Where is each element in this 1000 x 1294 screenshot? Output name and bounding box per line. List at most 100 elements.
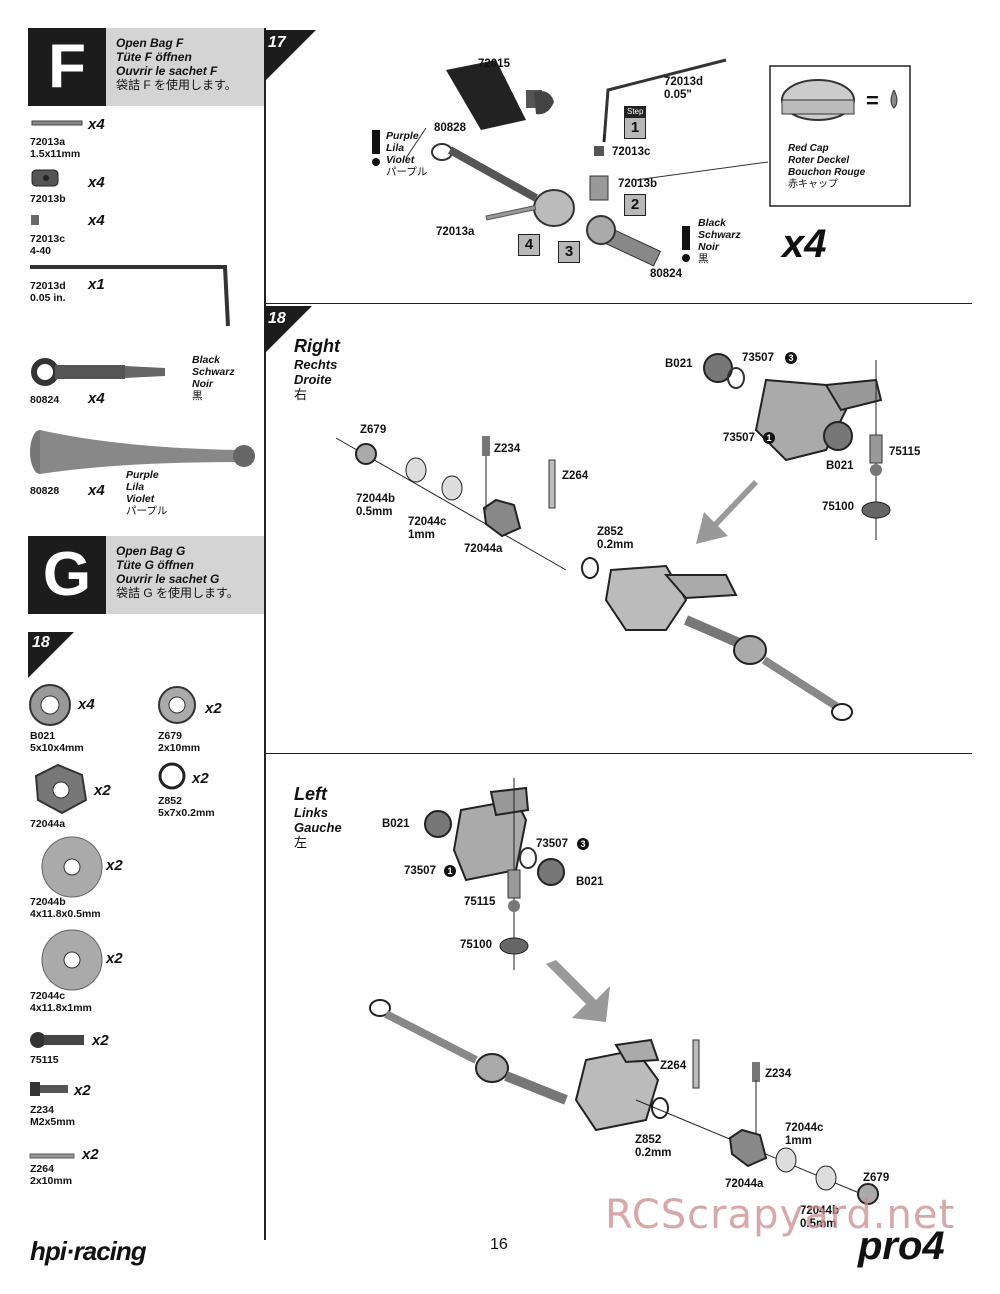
- label-72044a: 72044a: [725, 1178, 764, 1190]
- oring-icon: [651, 1097, 669, 1119]
- bag-line-de: Tüte G öffnen: [116, 558, 194, 572]
- nut-icon: [857, 1183, 879, 1205]
- step-number: 18: [268, 310, 286, 327]
- label-72015: 72015: [478, 58, 510, 70]
- section-divider: [266, 753, 972, 754]
- part-qty: x2: [82, 1146, 99, 1163]
- part-id: 72044a: [30, 818, 66, 830]
- label-b021: B021: [382, 818, 410, 830]
- bag-letter: F: [28, 28, 106, 106]
- part-id: 80824: [30, 394, 60, 406]
- step-box-3: 3: [558, 241, 580, 263]
- pin-icon: [29, 1153, 75, 1159]
- page-number: 16: [490, 1236, 508, 1253]
- bag-line-jp: 袋詰 G を使用します。: [116, 586, 239, 600]
- warning-icon: [682, 226, 690, 250]
- callout-1: 1: [763, 432, 775, 444]
- label-75100: 75100: [460, 939, 492, 951]
- knuckle-icon: [703, 353, 883, 462]
- shim-c-icon: [41, 929, 103, 991]
- bag-line-jp: 袋詰 F を使用します。: [116, 78, 237, 92]
- shim-c-icon: [441, 475, 463, 501]
- pin-icon: [31, 120, 83, 126]
- label-72044b-spec: 0.5mm: [800, 1218, 837, 1230]
- label-72013d-spec: 0.05": [664, 89, 692, 101]
- ball-stud-icon: [30, 1032, 84, 1048]
- label-80828: 80828: [434, 122, 466, 134]
- bag-line-fr: Ouvrir le sachet G: [116, 572, 220, 586]
- hex-wrench-icon: [602, 58, 727, 143]
- step-tag: [28, 632, 74, 678]
- part-qty: x4: [88, 174, 105, 191]
- label-75115: 75115: [464, 896, 496, 908]
- left-sub-fr: Gauche: [294, 820, 342, 835]
- label-80824: 80824: [650, 268, 682, 280]
- part-id: 72044c: [30, 990, 66, 1002]
- callout-1: 1: [444, 865, 456, 877]
- set-screw-icon: [31, 215, 39, 225]
- part-id: Z264: [30, 1163, 54, 1175]
- hex-hub-icon: [482, 498, 522, 538]
- ball-stud-icon: [507, 869, 521, 912]
- label-z679: Z679: [863, 1172, 890, 1184]
- step-tag: [264, 306, 312, 354]
- callout-3: 3: [577, 838, 589, 850]
- screw-icon: [30, 1082, 68, 1096]
- part-id: Z679: [158, 730, 182, 742]
- pin-icon: [485, 205, 537, 221]
- part-spec: 5x7x0.2mm: [158, 807, 215, 819]
- label-z852: Z852: [597, 526, 624, 538]
- step-box-2: 2: [624, 194, 646, 216]
- dogbone-icon: [431, 143, 575, 227]
- pro4-logo: pro4: [858, 1224, 945, 1268]
- shim-b-icon: [41, 836, 103, 898]
- bag-line-fr: Ouvrir le sachet F: [116, 64, 218, 78]
- label-z234: Z234: [494, 443, 521, 455]
- part-id: 75115: [30, 1054, 59, 1066]
- part-spec: 0.05 in.: [30, 292, 66, 304]
- part-id: B021: [30, 730, 56, 742]
- hex-wrench-icon: [30, 265, 230, 327]
- step-box-4: 4: [518, 234, 540, 256]
- label-72044b: 72044b: [800, 1205, 840, 1217]
- part-spec: 4x11.8x1mm: [30, 1002, 92, 1014]
- clip-icon: [534, 91, 554, 115]
- set-screw-icon: [594, 146, 604, 156]
- label-72044c: 72044c: [408, 516, 447, 528]
- label-72044b-spec: 0.5mm: [356, 506, 393, 518]
- left-sub-jp: 左: [294, 835, 308, 850]
- label-72044b: 72044b: [356, 493, 396, 505]
- label-73507: 73507: [404, 865, 436, 877]
- step-number: 18: [32, 634, 50, 651]
- step-word-badge: Step: [624, 106, 647, 117]
- label-72013c: 72013c: [612, 146, 651, 158]
- part-spec: 4-40: [30, 245, 52, 257]
- screw-icon: [482, 436, 490, 456]
- bag-line-de: Tüte F öffnen: [116, 50, 192, 64]
- label-72013a: 72013a: [436, 226, 475, 238]
- part-qty: x2: [192, 770, 209, 787]
- quantity-x4: x4: [782, 222, 827, 266]
- part-qty: x1: [88, 276, 105, 293]
- part-id: 72044b: [30, 896, 66, 908]
- big-arrow-icon: [696, 480, 758, 544]
- ball-stud-icon: [869, 434, 883, 476]
- big-arrow-icon: [546, 960, 610, 1022]
- bag-line-en: Open Bag G: [116, 544, 186, 558]
- left-title: Left: [294, 784, 327, 804]
- step17-diagram: [372, 58, 911, 267]
- part-spec: 5x10x4mm: [30, 742, 84, 754]
- bag-letter: G: [28, 536, 106, 614]
- bearing-icon: [29, 684, 71, 726]
- part-id: 72013d: [30, 280, 66, 292]
- callout-3: 3: [785, 352, 797, 364]
- part-id: 80828: [30, 485, 60, 497]
- label-z234: Z234: [765, 1068, 792, 1080]
- shim-c-icon: [775, 1147, 797, 1173]
- part-qty: x2: [205, 700, 222, 717]
- label-72044a: 72044a: [464, 543, 503, 555]
- label-72044c: 72044c: [785, 1122, 824, 1134]
- label-z852-spec: 0.2mm: [635, 1147, 672, 1159]
